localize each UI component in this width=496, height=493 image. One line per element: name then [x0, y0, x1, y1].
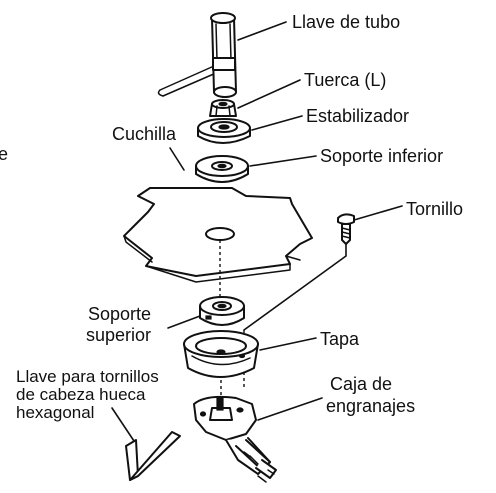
- leader-llave-hex: [111, 407, 137, 445]
- label-tornillo: Tornillo: [406, 199, 463, 219]
- bolt-axis-line: [243, 243, 347, 331]
- leader-cuchilla: [169, 147, 185, 171]
- label-llave-hex-1: Llave para tornillos: [16, 367, 159, 386]
- label-tapa: Tapa: [320, 329, 360, 349]
- gear-case-icon: [193, 395, 277, 483]
- leader-tapa: [259, 337, 317, 351]
- label-llave-hex-3: hexagonal: [16, 403, 94, 422]
- label-llave-hex-2: de cabeza hueca: [16, 385, 146, 404]
- label-tuerca-l: Tuerca (L): [304, 70, 386, 90]
- nut-icon: [209, 99, 237, 117]
- label-caja-2: engranajes: [326, 396, 415, 416]
- support-icon: [199, 296, 245, 326]
- edge-fragment-text: e: [0, 144, 8, 164]
- hex-key-icon: [125, 431, 181, 481]
- leader-soporte-superior: [167, 315, 201, 329]
- blade-icon: [123, 187, 313, 283]
- leader-estabilizador: [251, 115, 303, 131]
- label-soporte-superior-2: superior: [86, 325, 151, 345]
- bolt-icon: [337, 213, 355, 245]
- label-caja-1: Caja de: [330, 374, 392, 394]
- label-soporte-superior-1: Soporte: [88, 304, 151, 324]
- washer-icon: [195, 155, 249, 183]
- label-cuchilla: Cuchilla: [112, 124, 177, 144]
- label-llave-de-tubo: Llave de tubo: [292, 12, 400, 32]
- box-wrench-icon: [157, 12, 237, 98]
- leader-llave-de-tubo: [237, 21, 287, 41]
- stabilizer-icon: [197, 118, 251, 144]
- label-soporte-inferior: Soporte inferior: [320, 146, 443, 166]
- label-estabilizador: Estabilizador: [306, 106, 409, 126]
- leader-tornillo: [353, 205, 403, 221]
- cover-icon: [183, 330, 259, 378]
- leader-caja: [257, 397, 323, 421]
- leader-tuerca: [237, 79, 301, 109]
- leader-soporte-inferior: [249, 155, 317, 167]
